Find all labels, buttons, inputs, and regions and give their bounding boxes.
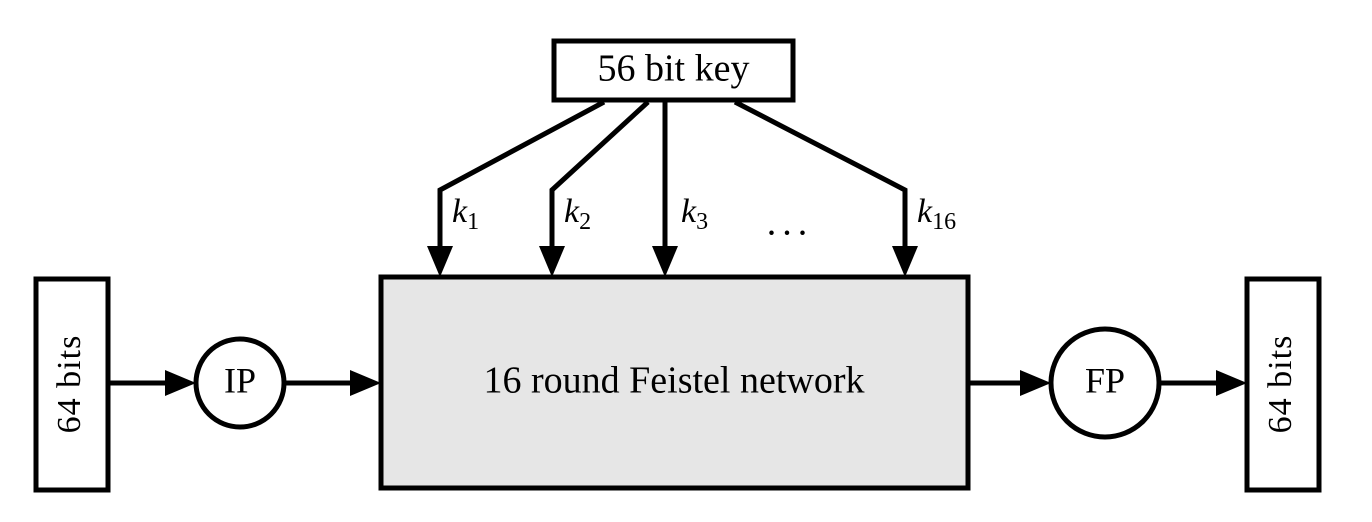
edge-ip-to-feistel bbox=[284, 370, 381, 396]
subkey-label-1: k1 bbox=[452, 193, 479, 235]
subkey-base-2: k bbox=[564, 193, 580, 230]
subkey-base-1: k bbox=[452, 193, 468, 230]
output-box-label: 64 bits bbox=[1262, 335, 1299, 434]
subkey-line-2 bbox=[549, 100, 650, 258]
arrow-head-k3 bbox=[652, 246, 678, 277]
arrow-head-ip-feistel bbox=[350, 370, 381, 396]
arrow-head-feistel-fp bbox=[1020, 370, 1051, 396]
fp-circle-label: FP bbox=[1085, 360, 1125, 400]
arrow-head-input-ip bbox=[165, 370, 196, 396]
input-box-label: 64 bits bbox=[51, 335, 88, 434]
feistel-box-group[interactable]: 16 round Feistel network bbox=[378, 274, 971, 491]
input-box[interactable] bbox=[33, 276, 111, 493]
subkey-sub-1: 1 bbox=[467, 209, 479, 235]
subkey-base-3: k bbox=[681, 193, 697, 230]
feistel-box-label: 16 round Feistel network bbox=[483, 360, 864, 402]
edge-feistel-to-fp bbox=[968, 370, 1051, 396]
subkey-label-2: k2 bbox=[564, 193, 591, 235]
subkey-sub-16: 16 bbox=[932, 209, 956, 235]
ip-circle-group[interactable]: IP bbox=[193, 336, 287, 430]
ip-circle-label: IP bbox=[224, 360, 256, 400]
subkey-sub-2: 2 bbox=[579, 209, 591, 235]
subkey-labels: k1 k2 k3 k16 ... bbox=[452, 193, 956, 244]
subkey-label-16: k16 bbox=[917, 193, 956, 235]
arrow-head-fp-output bbox=[1216, 370, 1247, 396]
output-box-group[interactable]: 64 bits bbox=[1244, 276, 1322, 493]
key-box-group[interactable]: 56 bit key bbox=[551, 38, 796, 103]
subkey-sub-3: 3 bbox=[696, 209, 708, 235]
key-box-label: 56 bit key bbox=[598, 48, 750, 90]
subkey-line-1 bbox=[437, 99, 606, 258]
subkey-arrowheads bbox=[427, 246, 918, 277]
output-box[interactable] bbox=[1244, 276, 1322, 493]
arrow-head-k16 bbox=[892, 246, 918, 277]
subkey-ellipsis: ... bbox=[767, 202, 814, 244]
edge-input-to-ip bbox=[108, 370, 196, 396]
arrow-head-k1 bbox=[427, 246, 453, 277]
key-box[interactable] bbox=[551, 38, 796, 103]
arrow-head-k2 bbox=[539, 246, 565, 277]
fp-circle-group[interactable]: FP bbox=[1048, 326, 1162, 440]
subkey-label-3: k3 bbox=[681, 193, 708, 235]
subkey-base-16: k bbox=[917, 193, 933, 230]
subkey-line-16 bbox=[733, 99, 908, 258]
edge-fp-to-output bbox=[1159, 370, 1247, 396]
subkey-fanout-lines bbox=[437, 99, 908, 258]
input-box-group[interactable]: 64 bits bbox=[33, 276, 111, 493]
